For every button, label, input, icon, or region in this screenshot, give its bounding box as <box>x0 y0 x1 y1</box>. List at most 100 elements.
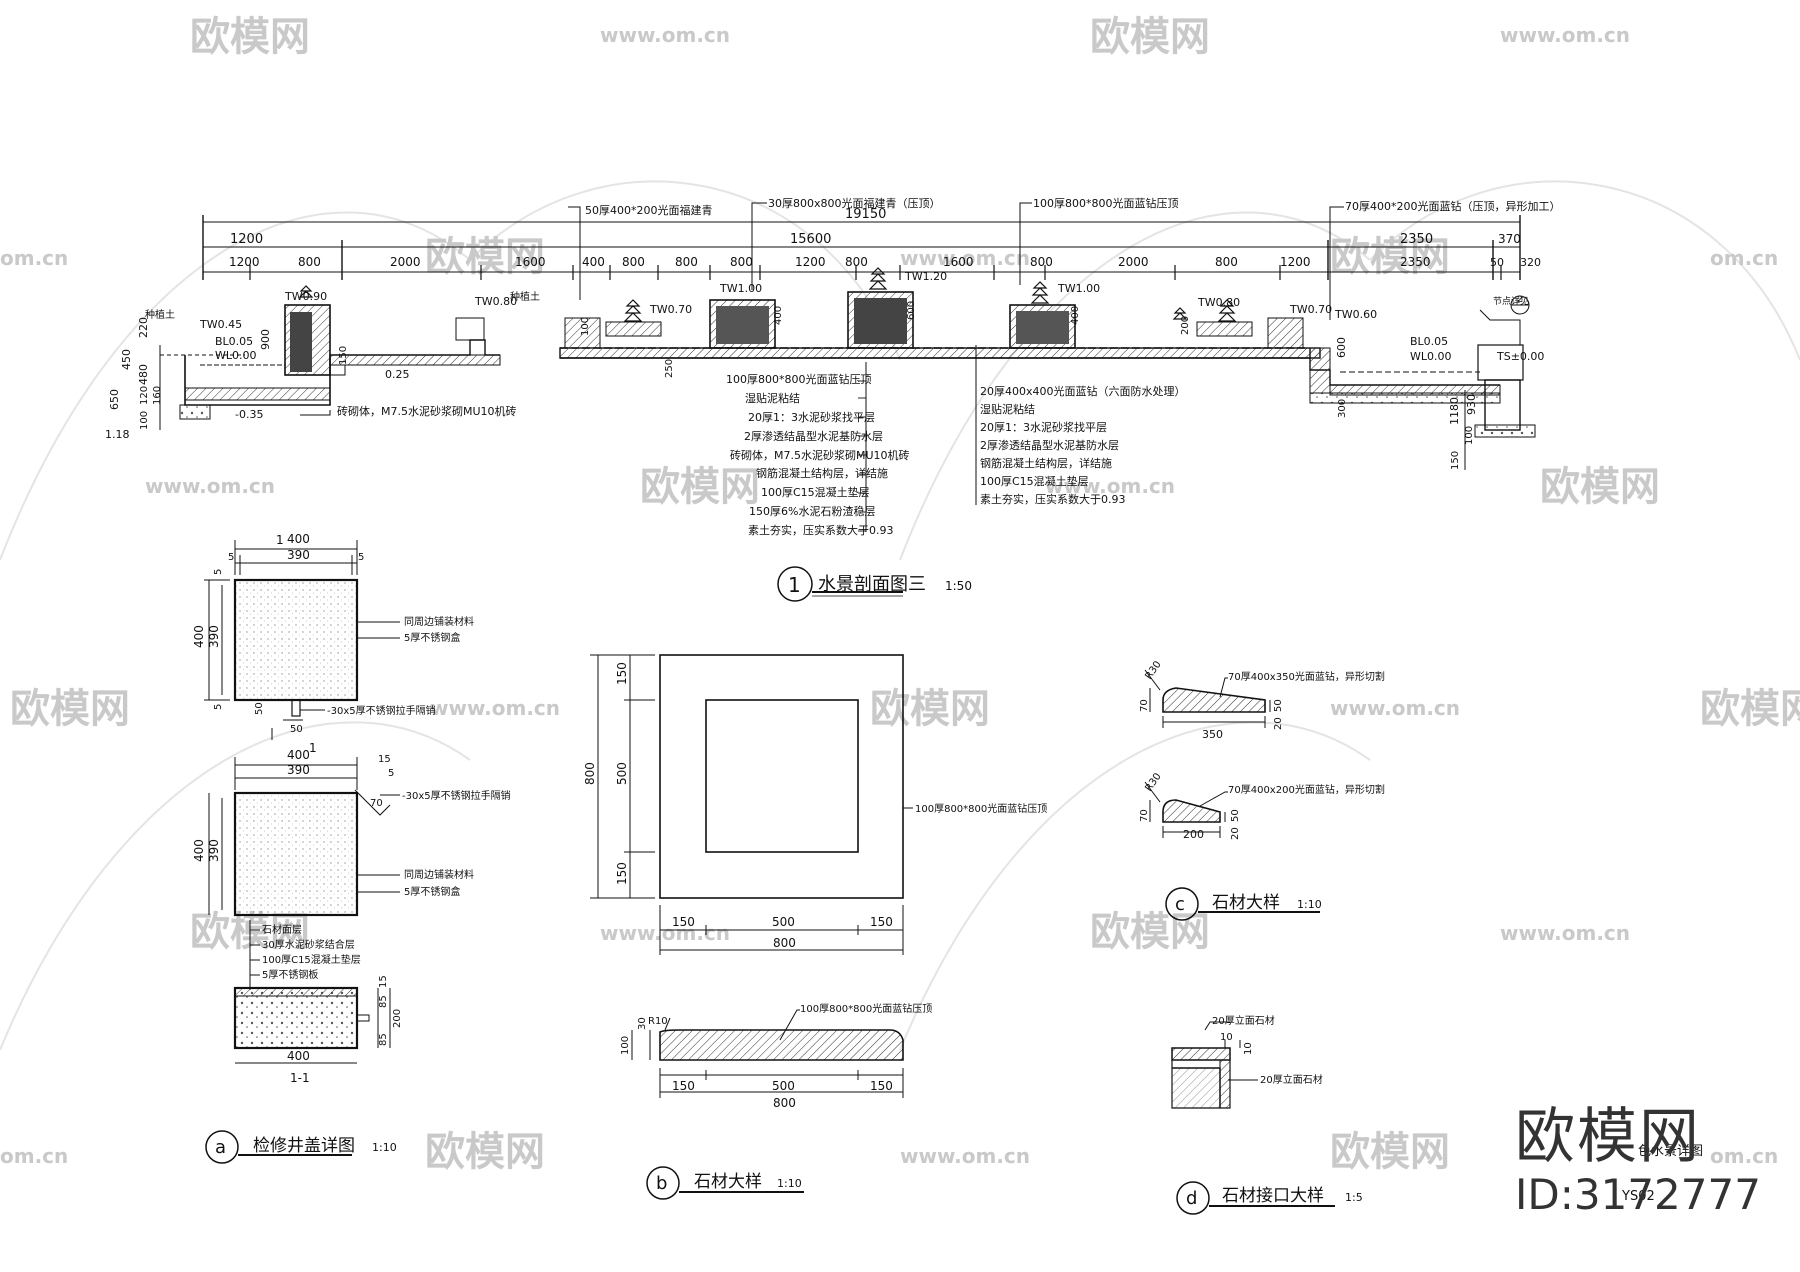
watermark-url: www.om.cn <box>900 1144 1030 1168</box>
layer-note: 钢筋混凝土结构层，详结施 <box>980 456 1112 470</box>
dim: 2000 <box>390 255 421 269</box>
level-mark: WL0.00 <box>215 349 257 362</box>
note: 5厚不锈钢盒 <box>404 631 460 644</box>
dim: 320 <box>1520 256 1541 269</box>
note: 同周边铺装材料 <box>404 615 474 628</box>
dim-v: 10 <box>1243 1042 1254 1055</box>
dim: 2000 <box>1118 255 1149 269</box>
layer-note: 20厚1：3水泥砂浆找平层 <box>748 410 875 424</box>
section-label: 1-1 <box>290 1071 310 1085</box>
dim: 200 <box>1183 828 1204 841</box>
dim: 500 <box>772 1079 795 1093</box>
layer-note: 100厚C15混凝土垫层 <box>980 474 1089 488</box>
dim-v: 120 <box>139 386 150 405</box>
dim: 800 <box>773 1096 796 1110</box>
section-1 <box>159 202 1536 602</box>
layer-note: 100厚800*800光面蓝钻压顶 <box>726 372 872 386</box>
dim: 800 <box>773 936 796 950</box>
dim-v: 5 <box>213 569 224 575</box>
level-mark: BL0.05 <box>215 335 253 348</box>
section-scale: 1:50 <box>945 579 972 593</box>
detail-letter: c <box>1175 894 1185 915</box>
detail-bubble <box>1165 887 1199 921</box>
detail-scale: 1:10 <box>777 1177 802 1190</box>
dim: 800 <box>1215 255 1238 269</box>
label: 种植土 <box>145 308 175 321</box>
label: -0.35 <box>235 408 263 421</box>
detail-title: 检修井盖详图 <box>253 1136 355 1156</box>
dim: 400 <box>287 1049 310 1063</box>
dim: 70 <box>370 798 383 809</box>
detail-d-texts: 20厚立面石材 20厚立面石材 10 10 d 石材接口大样 1:5 <box>1186 1014 1363 1209</box>
detail-a-texts: 400 390 5 5 400 390 5 5 50 50 1 1 同周边铺装材… <box>192 532 511 1158</box>
dim: 390 <box>287 548 310 562</box>
leader <box>568 206 581 300</box>
level-mark: TW1.00 <box>719 282 762 295</box>
layer-note: 湿贴泥粘结 <box>980 402 1035 416</box>
dim: 1.18 <box>105 428 130 441</box>
level-mark: TW0.90 <box>284 290 327 303</box>
layer-note: 20厚400x400光面蓝钻（六面防水处理） <box>980 384 1186 398</box>
note: -30x5厚不锈钢拉手隔销 <box>402 789 511 802</box>
stone-piece-2 <box>1162 799 1221 823</box>
label: 2 <box>1517 295 1523 305</box>
dim-v: 400 <box>192 839 206 862</box>
dim: 800 <box>845 255 868 269</box>
detail-letter: a <box>215 1137 226 1158</box>
watermark-url: www.om.cn <box>600 921 730 945</box>
watermark-brand: 欧模网 <box>870 686 990 732</box>
dim: 150 <box>870 915 893 929</box>
dim-v: 50 <box>1273 699 1284 712</box>
dim-v: 930 <box>1465 394 1478 415</box>
cover-section <box>233 986 359 1050</box>
level-mark: WL0.00 <box>1410 350 1452 363</box>
dim: 10 <box>1220 1032 1233 1043</box>
watermark-brand: 欧模网 <box>10 686 130 732</box>
watermark-url: www.om.cn <box>1330 696 1460 720</box>
layer-note: 砖砌体，M7.5水泥砂浆砌MU10机砖 <box>730 448 910 462</box>
detail-scale: 1:10 <box>1297 898 1322 911</box>
brand-id: ID:3172777 <box>1515 1170 1761 1219</box>
dim-v: 100 <box>139 411 150 430</box>
level-mark: TW1.00 <box>1057 282 1100 295</box>
note: 100厚C15混凝土垫层 <box>262 953 361 966</box>
dim: 2350 <box>1400 232 1433 247</box>
dim: 150 <box>672 1079 695 1093</box>
sheet-number: YS02 <box>1621 1189 1655 1204</box>
layer-note: 2厚渗透结晶型水泥基防水层 <box>744 429 883 443</box>
detail-d <box>1171 1021 1335 1215</box>
detail-a <box>204 540 400 1164</box>
dim-v: 70 <box>1139 699 1150 712</box>
dim: 50 <box>290 724 303 735</box>
dim-v: 100 <box>620 1036 631 1055</box>
watermark-url: www.om.cn <box>600 23 730 47</box>
stone-piece-1 <box>1162 687 1266 713</box>
dim: 15600 <box>790 232 831 247</box>
leader <box>1329 206 1344 320</box>
watermark-arcs <box>0 180 1800 1051</box>
dim: R10 <box>648 1016 668 1027</box>
dim: R30 <box>1143 659 1163 681</box>
dim: 800 <box>675 255 698 269</box>
dim: 800 <box>1030 255 1053 269</box>
dim: 1200 <box>229 255 260 269</box>
note: 5厚不锈钢板 <box>262 968 318 981</box>
dim: 5 <box>388 768 394 779</box>
watermark-url: om.cn <box>1710 1144 1778 1168</box>
layer-note: 湿贴泥粘结 <box>745 391 800 405</box>
level-mark: TW0.80 <box>474 295 517 308</box>
dim-v: 85 <box>378 1033 389 1046</box>
callout: 30厚800x800光面福建青（压顶） <box>768 196 941 210</box>
detail-scale: 1:5 <box>1345 1191 1363 1204</box>
dim: 50 <box>1490 256 1504 269</box>
note: 100厚800*800光面蓝钻压顶 <box>915 802 1047 815</box>
dim: 150 <box>870 1079 893 1093</box>
dim-v: 15 <box>378 975 389 988</box>
dim-v: 150 <box>1450 451 1461 470</box>
callout: 50厚400*200光面福建青 <box>585 203 713 217</box>
dim-v: 200 <box>392 1009 403 1028</box>
watermark-url: www.om.cn <box>900 246 1030 270</box>
dim: 390 <box>287 763 310 777</box>
dim-v: 650 <box>108 389 121 410</box>
